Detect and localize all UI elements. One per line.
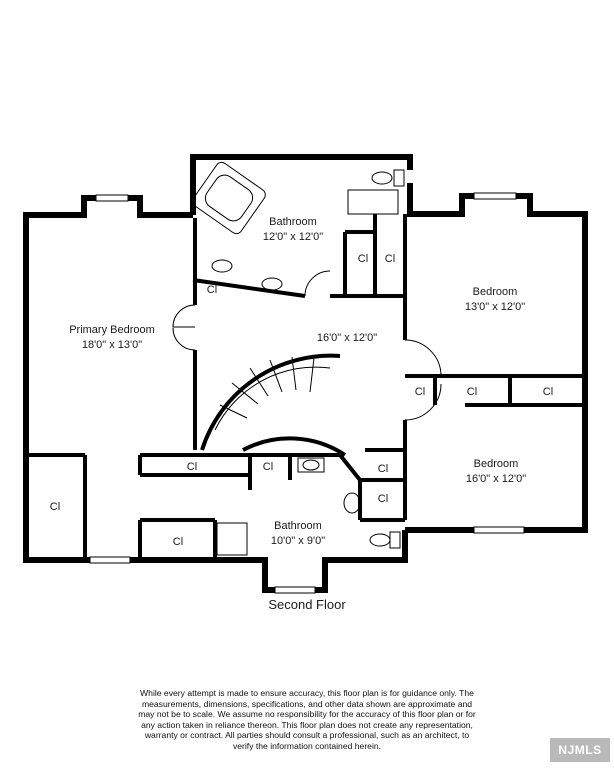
disclaimer: While every attempt is made to ensure ac… [136, 688, 478, 752]
closet-label: Cl [50, 501, 60, 513]
fixtures [192, 161, 405, 556]
room-dims-bedroom-ne: 13'0" x 12'0" [465, 301, 525, 313]
closet-label: Cl [378, 463, 388, 475]
closet-label: Cl [187, 461, 197, 473]
room-dims-bathroom-bottom: 10'0" x 9'0" [271, 535, 325, 547]
njmls-logo: NJMLS [550, 738, 610, 762]
closet-labels: Cl Cl Cl Cl Cl Cl Cl Cl Cl Cl Cl Cl [50, 253, 553, 548]
room-dims-primary-bedroom: 18'0" x 13'0" [82, 339, 142, 351]
room-dims-bedroom-se: 16'0" x 12'0" [466, 473, 526, 485]
closet-label: Cl [207, 284, 217, 296]
closet-label: Cl [385, 253, 395, 265]
room-name-bedroom-se: Bedroom [474, 458, 519, 470]
closet-label: Cl [415, 386, 425, 398]
disclaimer-text: While every attempt is made to ensure ac… [138, 688, 476, 751]
room-dims-hall: 16'0" x 12'0" [317, 332, 377, 344]
closet-label: Cl [358, 253, 368, 265]
room-name-bathroom-top: Bathroom [269, 216, 317, 228]
closet-label: Cl [543, 386, 553, 398]
doors [172, 270, 442, 421]
exterior-walls [23, 154, 588, 593]
closet-label: Cl [378, 493, 388, 505]
room-name-bathroom-bottom: Bathroom [274, 520, 322, 532]
logo-text: NJMLS [558, 743, 602, 757]
floor-title: Second Floor [268, 597, 346, 612]
room-name-primary-bedroom: Primary Bedroom [69, 324, 155, 336]
room-name-bedroom-ne: Bedroom [473, 286, 518, 298]
interior-walls [26, 214, 585, 560]
room-dims-bathroom-top: 12'0" x 12'0" [263, 231, 323, 243]
closet-label: Cl [467, 386, 477, 398]
spiral-staircase [200, 353, 347, 457]
closet-label: Cl [263, 461, 273, 473]
floor-plan: Bathroom 12'0" x 12'0" Primary Bedroom 1… [23, 154, 588, 612]
windows [89, 192, 525, 594]
closet-label: Cl [173, 536, 183, 548]
